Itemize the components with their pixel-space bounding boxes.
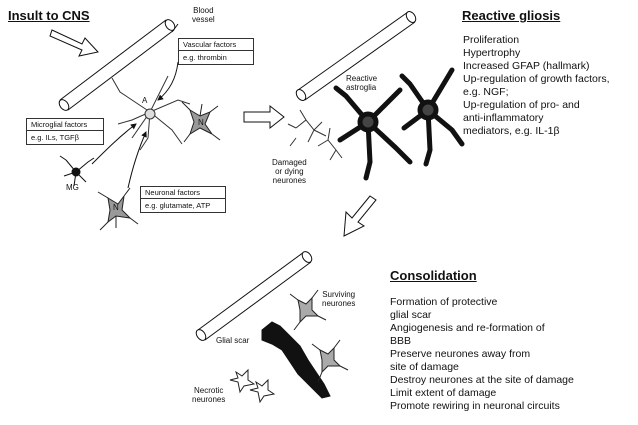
vascular-factors-body: e.g. thrombin (183, 53, 227, 62)
microglial-factors-body: e.g. ILs, TGFβ (31, 133, 79, 142)
neuron-lower (97, 187, 139, 231)
gliosis-list: Proliferation Hypertrophy Increased GFAP… (463, 34, 610, 138)
microglial-factors-title: Microglial factors (27, 119, 103, 131)
gliosis-item: e.g. NGF; (463, 86, 509, 98)
neuronal-factors-title: Neuronal factors (141, 187, 225, 199)
astrocyte-cell (111, 75, 191, 151)
neuron-label-lower: N (113, 203, 119, 212)
reactive-astroglia-label: Reactive astroglia (346, 74, 378, 92)
consolidation-item: site of damage (390, 361, 459, 373)
consolidation-item: glial scar (390, 309, 432, 321)
gliosis-item: Increased GFAP (hallmark) (463, 60, 590, 72)
neuron-label-upper: N (198, 118, 204, 127)
reactive-astroglia-2 (399, 67, 465, 167)
consolidation-item: Formation of protective (390, 296, 498, 308)
consolidation-item: Angiogenesis and re-formation of (390, 322, 545, 334)
blood-vessel-label: Blood vessel (192, 6, 215, 24)
gliosis-item: anti-inflammatory (463, 112, 544, 124)
glial-scar-shape (261, 321, 331, 399)
arrow-to-gliosis (243, 104, 285, 130)
neuronal-arrow (127, 131, 147, 189)
insult-heading: Insult to CNS (8, 8, 90, 23)
necrotic-neurones (229, 368, 276, 404)
vascular-factors-box: Vascular factors e.g. thrombin (178, 38, 254, 65)
blood-vessel-1 (58, 19, 176, 111)
vascular-arrow (157, 61, 179, 101)
microglial-arrow (91, 123, 137, 165)
consolidation-item: Promote rewiring in neuronal circuits (390, 400, 560, 412)
neuronal-factors-box: Neuronal factors e.g. glutamate, ATP (140, 186, 226, 213)
consolidation-item: BBB (390, 335, 412, 347)
astrocyte-label: A (142, 96, 148, 105)
surviving-neurones (289, 289, 349, 383)
neuron-upper (181, 101, 221, 143)
necrotic-neurones-label: Necrotic neurones (192, 386, 226, 404)
microglial-factors-box: Microglial factors e.g. ILs, TGFβ (26, 118, 104, 145)
consolidation-heading: Consolidation (390, 268, 477, 283)
consolidation-item: Preserve neurones away from (390, 348, 531, 360)
gliosis-item: mediators, e.g. IL-1β (463, 125, 560, 137)
consolidation-list: Formation of protective glial scar Angio… (390, 296, 574, 413)
gliosis-heading: Reactive gliosis (462, 8, 561, 23)
consolidation-item: Limit extent of damage (390, 387, 497, 399)
blood-vessel-3 (195, 251, 313, 341)
gliosis-item: Proliferation (463, 34, 520, 46)
microglia-label: MG (66, 183, 79, 192)
blood-vessel-2 (295, 11, 417, 101)
entry-arrow (49, 29, 99, 57)
consolidation-item: Destroy neurones at the site of damage (390, 374, 574, 386)
gliosis-item: Hypertrophy (463, 47, 521, 59)
damaged-neurones (287, 109, 343, 161)
gliosis-item: Up-regulation of growth factors, (463, 73, 610, 85)
glial-scar-label: Glial scar (216, 336, 250, 345)
neuronal-factors-body: e.g. glutamate, ATP (145, 201, 211, 210)
microglia-cell (59, 155, 95, 187)
reactive-astroglia-1 (333, 85, 413, 181)
blood-vessel-pointer (171, 23, 179, 33)
arrow-to-consolidation (343, 195, 377, 237)
surviving-neurones-label: Surviving neurones (322, 290, 356, 308)
vascular-factors-title: Vascular factors (179, 39, 253, 51)
gliosis-item: Up-regulation of pro- and (463, 99, 580, 111)
damaged-neurones-label: Damaged or dying neurones (272, 158, 307, 185)
